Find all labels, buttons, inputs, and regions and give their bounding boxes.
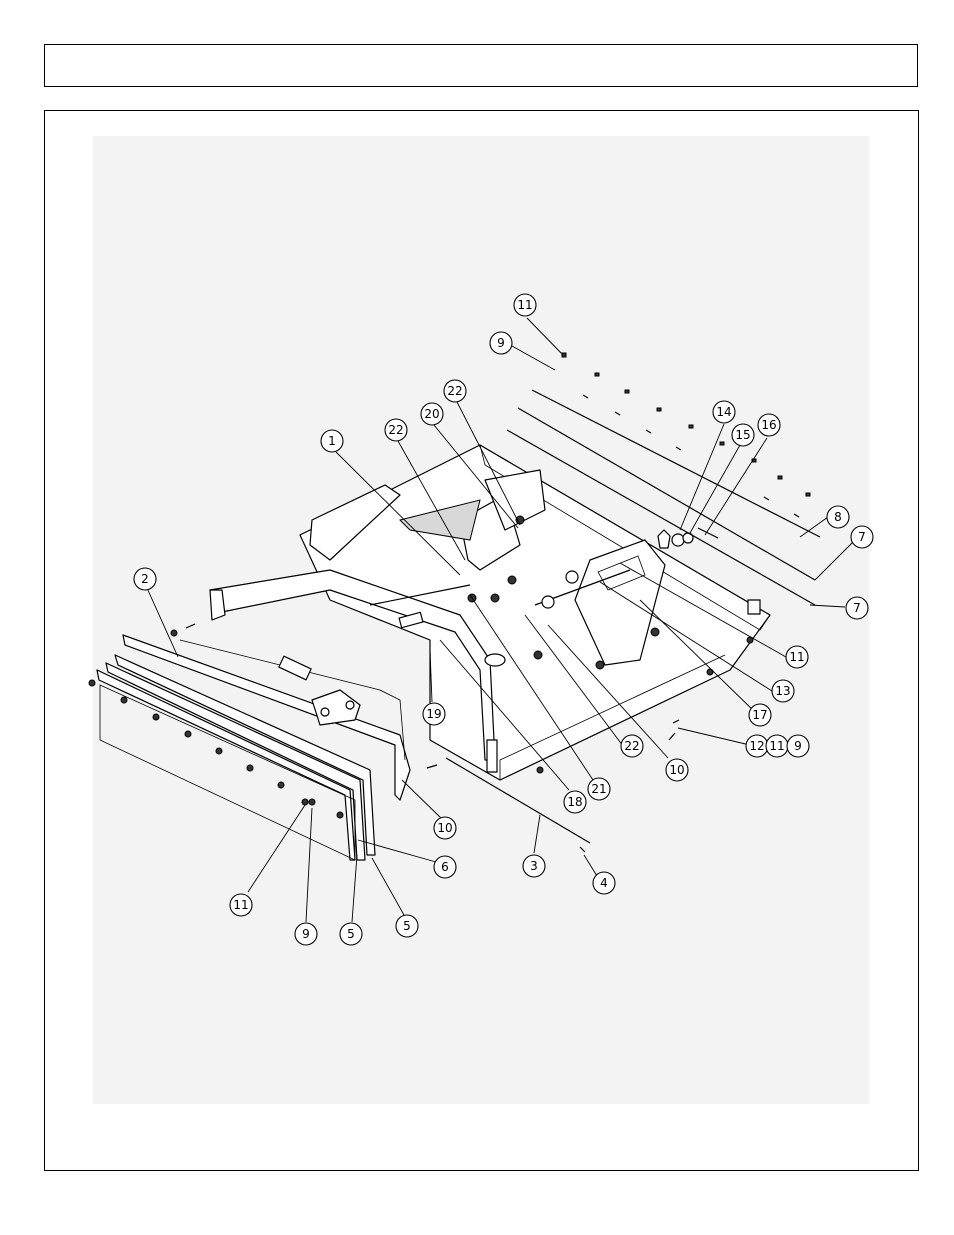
svg-text:22: 22 [624,739,639,753]
callout-7-upper: 7 [850,525,874,549]
callout-10-left: 10 [433,816,457,840]
callout-13: 13 [771,679,795,703]
mower-deck [209,444,771,781]
callout-6: 6 [433,855,457,879]
callout-5-left: 5 [339,922,363,946]
svg-text:11: 11 [769,739,784,753]
svg-text:5: 5 [403,919,411,933]
a-frame-mast [574,539,666,666]
callout-12: 12 [745,734,769,758]
callout-2: 2 [133,567,157,591]
callout-9-top: 9 [489,331,513,355]
callout-11-right: 11 [785,645,809,669]
svg-text:2: 2 [141,572,149,586]
washer [671,533,685,547]
deck-left-skirt [309,484,401,561]
svg-text:16: 16 [761,418,776,432]
hitch-frame [209,569,496,761]
svg-text:3: 3 [530,859,538,873]
svg-text:22: 22 [388,423,403,437]
gear [657,529,671,549]
callout-7-lower: 7 [845,596,869,620]
svg-text:11: 11 [517,298,532,312]
callout-22-b: 22 [384,418,408,442]
svg-text:21: 21 [591,782,606,796]
callout-16: 16 [757,413,781,437]
side-plate-outer [114,654,376,856]
deck-skirt [479,444,771,631]
callout-9-right: 9 [786,734,810,758]
diagram-frame [44,110,919,1171]
svg-text:7: 7 [853,601,861,615]
svg-text:1: 1 [328,434,336,448]
svg-text:22: 22 [447,384,462,398]
callout-21: 21 [587,777,611,801]
svg-text:10: 10 [437,821,452,835]
svg-text:13: 13 [775,684,790,698]
svg-text:4: 4 [600,876,608,890]
svg-text:9: 9 [794,739,802,753]
callout-22-c: 22 [620,734,644,758]
side-plate-assembly [88,629,411,861]
svg-text:14: 14 [716,405,731,419]
callout-11-top: 11 [513,293,537,317]
callout-3: 3 [522,854,546,878]
driveline-tube [398,611,424,629]
deck-spindle-hole [484,653,506,667]
header-box [44,44,918,87]
svg-text:18: 18 [567,795,582,809]
svg-text:10: 10 [669,763,684,777]
callout-20: 20 [420,402,444,426]
svg-text:11: 11 [233,898,248,912]
svg-text:6: 6 [441,860,449,874]
rod-hardware [185,352,811,853]
callout-22-a: 22 [443,379,467,403]
callout-19: 19 [422,702,446,726]
callout-11-right-lower: 11 [765,734,789,758]
callout-4: 4 [592,871,616,895]
svg-text:7: 7 [858,530,866,544]
skid-shoe [122,634,411,801]
svg-text:5: 5 [347,927,355,941]
callout-15: 15 [731,423,755,447]
side-plate-inner [96,669,356,861]
callout-14: 14 [712,400,736,424]
callout-17: 17 [748,703,772,727]
callout-8: 8 [826,505,850,529]
svg-text:9: 9 [497,336,505,350]
svg-text:17: 17 [752,708,767,722]
callout-9-bottom: 9 [294,922,318,946]
svg-text:19: 19 [426,707,441,721]
svg-text:11: 11 [789,650,804,664]
callout-1: 1 [320,429,344,453]
rods [445,389,821,844]
svg-text:12: 12 [749,739,764,753]
svg-text:9: 9 [302,927,310,941]
svg-text:15: 15 [735,428,750,442]
callout-11-bottom: 11 [229,893,253,917]
svg-text:8: 8 [834,510,842,524]
leader-lines [146,317,859,923]
bushing [278,655,312,681]
callout-10-right: 10 [665,758,689,782]
callout-5-right: 5 [395,914,419,938]
svg-text:20: 20 [424,407,439,421]
callout-18: 18 [563,790,587,814]
